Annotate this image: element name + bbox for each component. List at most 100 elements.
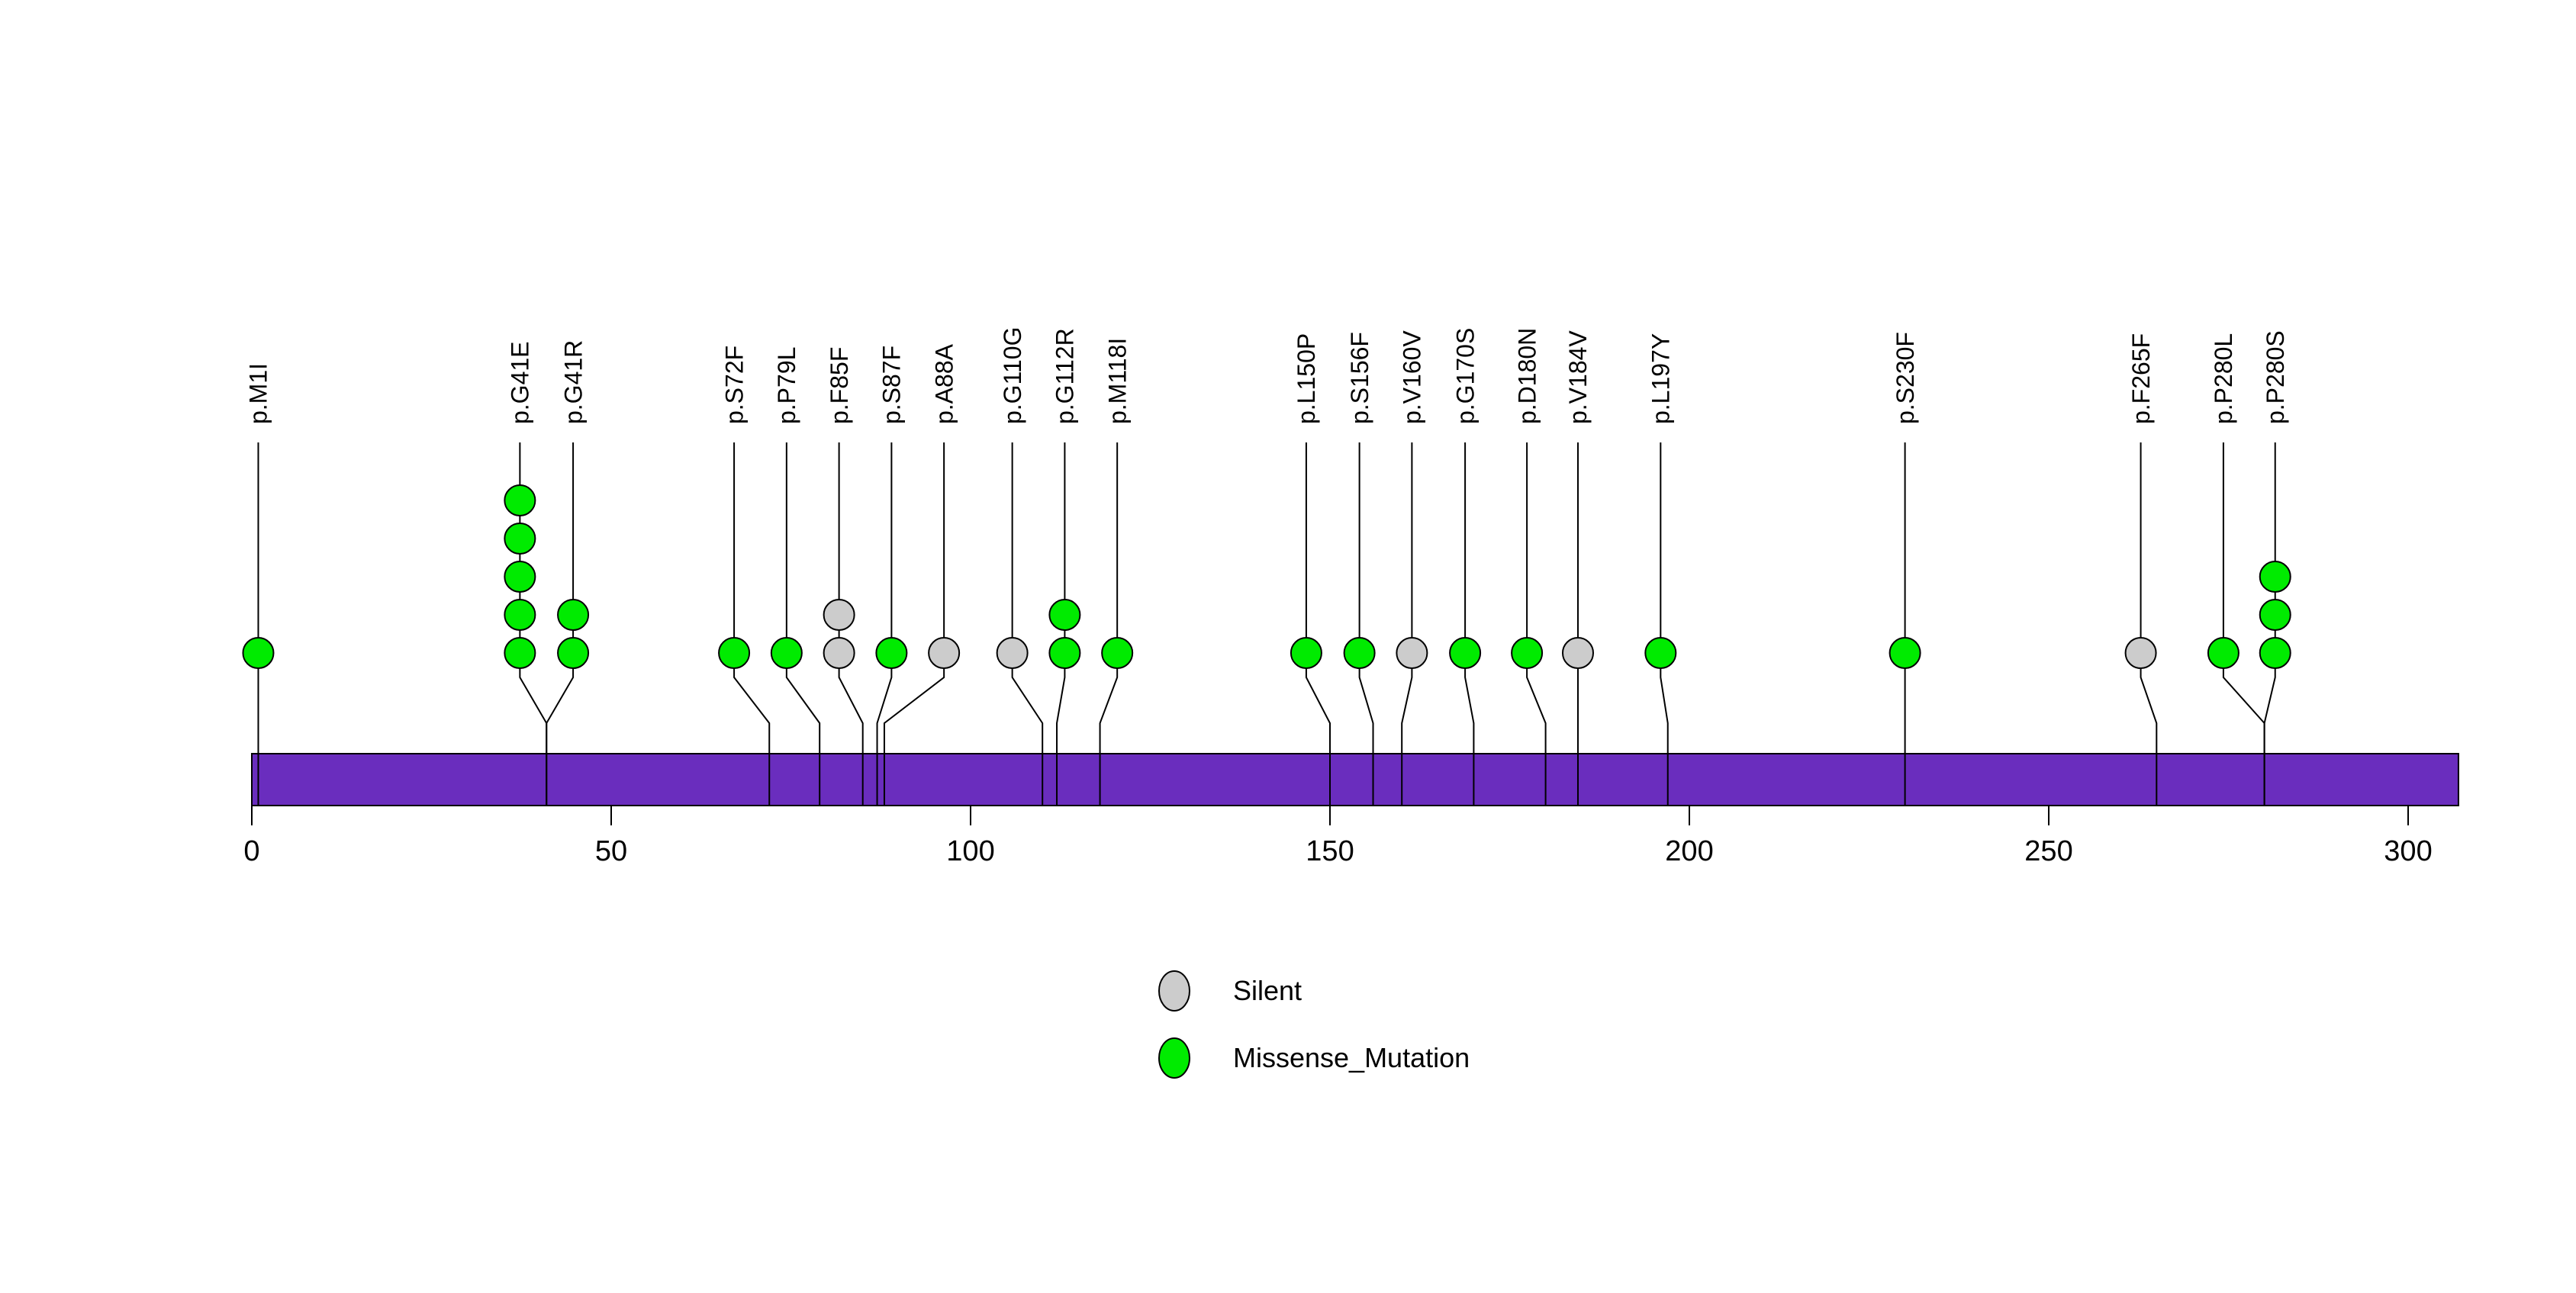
- mutation-circle: [557, 637, 590, 669]
- axis-tick-label: 50: [595, 835, 627, 867]
- protein-track: [251, 753, 2459, 806]
- mutation-circle: [1290, 637, 1322, 669]
- lollipop-p-L197Y: [1644, 637, 1677, 669]
- mutation-label-p-G112R: p.G112R: [1051, 328, 1079, 424]
- mutation-label-p-L150P: p.L150P: [1293, 333, 1320, 424]
- mutation-label-p-S230F: p.S230F: [1892, 332, 1919, 424]
- mutation-stem-p-V160V: [1401, 442, 1413, 806]
- mutation-circle: [2207, 637, 2240, 669]
- mutation-circle: [928, 637, 961, 669]
- lollipop-p-G110G: [996, 637, 1029, 669]
- label-layer: p.M1I p.G41E p.G41R p.S72F p.P79L p.F85F p.S87…: [245, 327, 2289, 424]
- mutation-label-p-A88A: p.A88A: [930, 343, 958, 424]
- circle-layer: [242, 484, 2291, 669]
- mutation-label-p-P79L: p.P79L: [773, 347, 800, 424]
- mutation-stem-p-S87F: [876, 442, 893, 806]
- mutation-circle: [1101, 637, 1134, 669]
- lollipop-p-G41E: [504, 484, 536, 669]
- mutation-stem-p-G112R: [1056, 442, 1066, 806]
- mutation-circle: [2124, 637, 2157, 669]
- mutation-circle: [823, 599, 855, 631]
- mutation-circle: [1396, 637, 1428, 669]
- mutation-label-p-G170S: p.G170S: [1451, 328, 1479, 424]
- mutation-label-p-V160V: p.V160V: [1399, 330, 1426, 424]
- lollipop-p-V184V: [1561, 637, 1594, 669]
- mutation-label-p-M118I: p.M118I: [1103, 338, 1131, 424]
- mutation-label-p-V184V: p.V184V: [1564, 330, 1592, 424]
- lollipop-p-G112R: [1048, 599, 1081, 669]
- mutation-label-p-S87F: p.S87F: [878, 346, 906, 424]
- axis-tick-label: 300: [2384, 835, 2432, 867]
- mutation-label-p-P280L: p.P280L: [2210, 333, 2237, 424]
- axis-tick-label: 200: [1665, 835, 1713, 867]
- mutation-stem-p-F85F: [838, 442, 864, 806]
- legend-swatch: [1158, 1037, 1190, 1079]
- lollipop-p-D180N: [1511, 637, 1544, 669]
- lollipop-p-P79L: [770, 637, 803, 669]
- x-axis: 0 50 100 150 200 250 300: [243, 806, 2433, 867]
- mutation-circle: [1048, 637, 1081, 669]
- mutation-stem-p-A88A: [883, 442, 945, 806]
- legend-label: Silent: [1233, 975, 1302, 1006]
- mutation-circle: [504, 484, 536, 516]
- mutation-label-p-G110G: p.G110G: [999, 327, 1026, 424]
- mutation-stem-p-G41R: [546, 442, 575, 806]
- mutation-circle: [2259, 637, 2291, 669]
- mutation-label-p-F85F: p.F85F: [826, 347, 853, 424]
- axis-tick-label: 0: [243, 835, 259, 867]
- mutation-circle: [1561, 637, 1594, 669]
- lollipop-p-G170S: [1449, 637, 1482, 669]
- mutation-circle: [1343, 637, 1376, 669]
- mutation-circle: [823, 637, 855, 669]
- mutation-label-p-M1I: p.M1I: [245, 363, 272, 424]
- mutation-label-p-G41E: p.G41E: [507, 341, 534, 424]
- mutation-circle: [2259, 561, 2291, 593]
- mutation-circle: [1889, 637, 1921, 669]
- mutation-circle: [996, 637, 1029, 669]
- lollipop-p-A88A: [928, 637, 961, 669]
- mutation-label-p-S72F: p.S72F: [720, 346, 748, 424]
- mutation-label-p-S156F: p.S156F: [1346, 332, 1373, 424]
- mutation-stem-p-M118I: [1099, 442, 1119, 806]
- mutation-circle: [557, 599, 590, 631]
- lollipop-p-P280L: [2207, 637, 2240, 669]
- legend-swatch: [1158, 970, 1190, 1012]
- legend-item-missense_mutation: Missense_Mutation: [1158, 1037, 1470, 1079]
- legend-label: Missense_Mutation: [1233, 1042, 1470, 1073]
- axis-tick-label: 100: [946, 835, 994, 867]
- mutation-circle: [504, 637, 536, 669]
- lollipop-p-S87F: [875, 637, 908, 669]
- mutation-label-p-P280S: p.P280S: [2262, 330, 2289, 424]
- stem-layer: [257, 442, 2276, 806]
- axis-tick-label: 250: [2024, 835, 2072, 867]
- mutation-circle: [504, 599, 536, 631]
- axis-tick-label: 150: [1306, 835, 1354, 867]
- lollipop-p-M118I: [1101, 637, 1134, 669]
- lollipop-p-F265F: [2124, 637, 2157, 669]
- lollipop-p-S72F: [718, 637, 751, 669]
- mutation-stem-p-F265F: [2140, 442, 2158, 806]
- mutation-label-p-L197Y: p.L197Y: [1647, 333, 1675, 424]
- mutation-stem-p-P280L: [2222, 442, 2265, 806]
- mutation-circle: [718, 637, 751, 669]
- mutation-stem-p-G110G: [1011, 442, 1044, 806]
- lollipop-p-P280S: [2259, 561, 2291, 669]
- lollipop-p-G41R: [557, 599, 590, 669]
- mutation-label-p-F265F: p.F265F: [2127, 333, 2155, 424]
- mutation-circle: [2259, 599, 2291, 631]
- lollipop-p-S230F: [1889, 637, 1921, 669]
- mutation-circle: [1644, 637, 1677, 669]
- mutation-stem-p-S72F: [733, 442, 771, 806]
- mutation-circle: [1511, 637, 1544, 669]
- mutation-circle: [242, 637, 275, 669]
- mutation-circle: [504, 561, 536, 593]
- mutation-stem-p-P79L: [785, 442, 821, 806]
- mutation-label-p-G41R: p.G41R: [559, 340, 587, 424]
- mutation-stem-p-G170S: [1464, 442, 1475, 806]
- mutation-circle: [1048, 599, 1081, 631]
- lollipop-p-V160V: [1396, 637, 1428, 669]
- lollipop-p-M1I: [242, 637, 275, 669]
